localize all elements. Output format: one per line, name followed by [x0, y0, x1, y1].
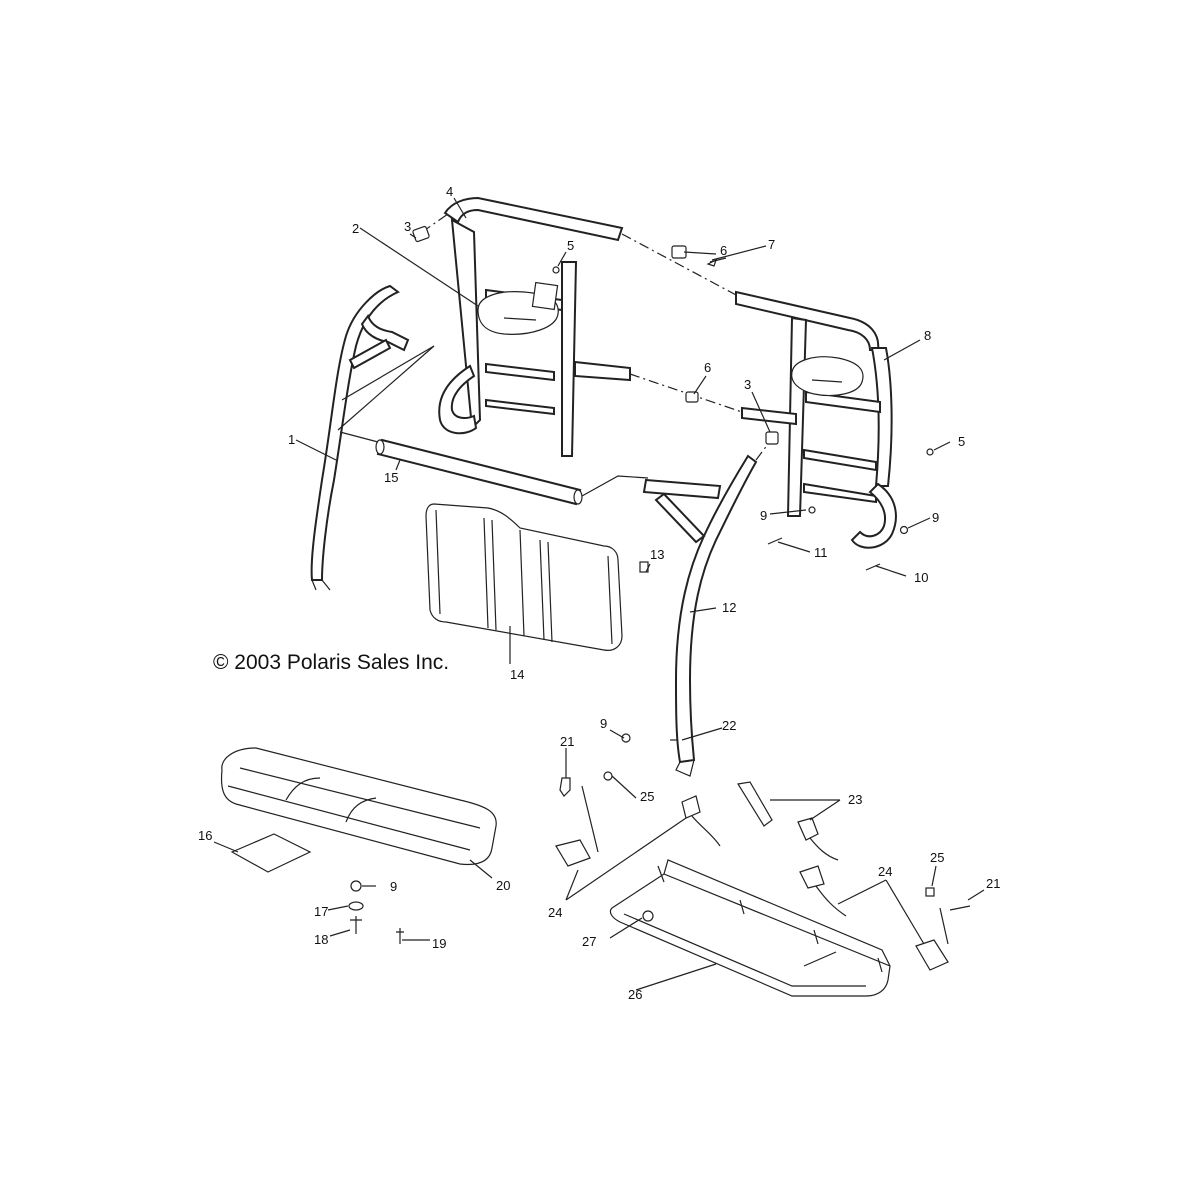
callout-5: 5: [958, 434, 965, 449]
callout-6: 6: [704, 360, 711, 375]
seat-back: [425, 503, 623, 651]
right-headrest: [791, 356, 864, 397]
callout-7: 7: [768, 237, 775, 252]
copyright-notice: © 2003 Polaris Sales Inc.: [213, 651, 450, 674]
callout-27: 27: [582, 934, 596, 949]
callout-5: 5: [567, 238, 574, 253]
callout-25: 25: [930, 850, 944, 865]
callout-12: 12: [722, 600, 736, 615]
callout-18: 18: [314, 932, 328, 947]
roll-cage: [310, 196, 897, 777]
callout-6: 6: [720, 243, 727, 258]
callout-17: 17: [314, 904, 328, 919]
left-rear-hoop: [438, 196, 631, 457]
callout-3: 3: [744, 377, 751, 392]
callout-26: 26: [628, 987, 642, 1002]
callout-1: 1: [288, 432, 295, 447]
right-rear-hoop: [735, 290, 897, 549]
callout-19: 19: [432, 936, 446, 951]
callout-2: 2: [352, 221, 359, 236]
seat-belts: [555, 733, 971, 971]
callout-24: 24: [548, 905, 562, 920]
callout-9: 9: [932, 510, 939, 525]
seat-base: [609, 859, 891, 997]
callout-21: 21: [560, 734, 574, 749]
callout-14: 14: [510, 667, 524, 682]
callout-22: 22: [722, 718, 736, 733]
callout-15: 15: [384, 470, 398, 485]
callout-9: 9: [760, 508, 767, 523]
callout-20: 20: [496, 878, 510, 893]
callout-labels: 4 3 5 6 7 2 8 6 3 1 5 15 9 9 11 13 10 12…: [198, 184, 1000, 1002]
right-front-tube: [642, 454, 758, 777]
callout-3: 3: [404, 219, 411, 234]
callout-13: 13: [650, 547, 664, 562]
seat-bottom: [220, 747, 497, 866]
left-front-tube: [310, 284, 435, 591]
callout-4: 4: [446, 184, 453, 199]
callout-23: 23: [848, 792, 862, 807]
callout-10: 10: [914, 570, 928, 585]
leader-lines: [213, 197, 985, 991]
callout-11: 11: [814, 545, 828, 560]
callout-9: 9: [600, 716, 607, 731]
hardware-lower-left: [348, 880, 404, 944]
callout-8: 8: [924, 328, 931, 343]
callout-16: 16: [198, 828, 212, 843]
callout-24: 24: [878, 864, 892, 879]
seat-pad: [230, 833, 312, 873]
callout-9: 9: [390, 879, 397, 894]
callout-21: 21: [986, 876, 1000, 891]
callout-25: 25: [640, 789, 654, 804]
cross-tube: [339, 431, 649, 506]
